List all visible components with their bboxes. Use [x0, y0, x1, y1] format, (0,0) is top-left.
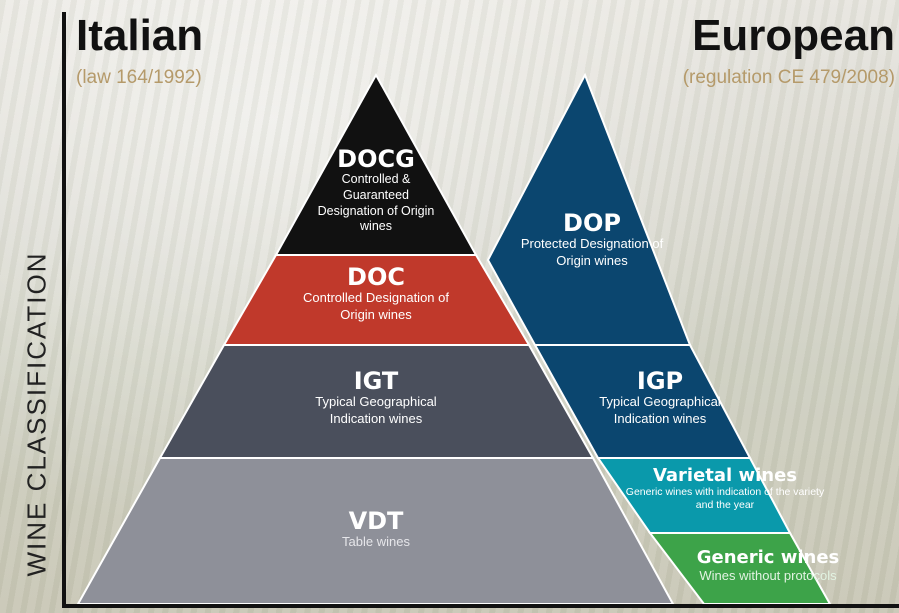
- tier-varietal-name: Varietal wines: [652, 465, 798, 486]
- side-label: WINE CLASSIFICATION: [21, 251, 52, 577]
- tier-generic-name: Generic wines: [696, 547, 840, 568]
- tier-doc-desc: Controlled Designation of Origin wines: [303, 290, 449, 322]
- tier-igt-desc: Typical Geographical Indication wines: [315, 394, 437, 426]
- tier-generic: Generic wines Wines without protocols: [678, 548, 858, 584]
- base-line: [62, 604, 899, 608]
- tier-igp-name: IGP: [636, 367, 684, 395]
- axis-line: [62, 12, 66, 608]
- tier-vdt-desc: Table wines: [342, 534, 410, 550]
- tier-docg-name: DOCG: [337, 145, 415, 173]
- italian-subtitle: (law 164/1992): [76, 67, 202, 88]
- tier-dop-desc: Protected Designation of Origin wines: [520, 236, 664, 268]
- tier-generic-desc: Wines without protocols: [699, 567, 837, 583]
- tier-doc: DOC Controlled Designation of Origin win…: [291, 264, 461, 323]
- tier-igt-name: IGT: [353, 367, 399, 395]
- tier-igp-desc: Typical Geographical Indication wines: [599, 394, 721, 426]
- tier-docg-desc: Controlled & Guaranteed Designation of O…: [317, 172, 435, 234]
- tier-vdt-name: VDT: [348, 507, 404, 535]
- tier-docg: DOCG Controlled & Guaranteed Designation…: [311, 146, 441, 235]
- tier-igp: IGP Typical Geographical Indication wine…: [585, 368, 735, 427]
- italian-title: Italian: [76, 11, 204, 60]
- tier-vdt: VDT Table wines: [291, 508, 461, 551]
- european-subtitle: (regulation CE 479/2008): [682, 67, 895, 88]
- tier-dop-name: DOP: [563, 209, 621, 237]
- tier-varietal: Varietal wines Generic wines with indica…: [625, 466, 825, 512]
- tier-varietal-desc: Generic wines with indication of the var…: [625, 485, 825, 511]
- tier-doc-name: DOC: [347, 263, 405, 291]
- european-title: European: [692, 11, 895, 60]
- tier-dop: DOP Protected Designation of Origin wine…: [512, 210, 672, 269]
- tier-igt: IGT Typical Geographical Indication wine…: [291, 368, 461, 427]
